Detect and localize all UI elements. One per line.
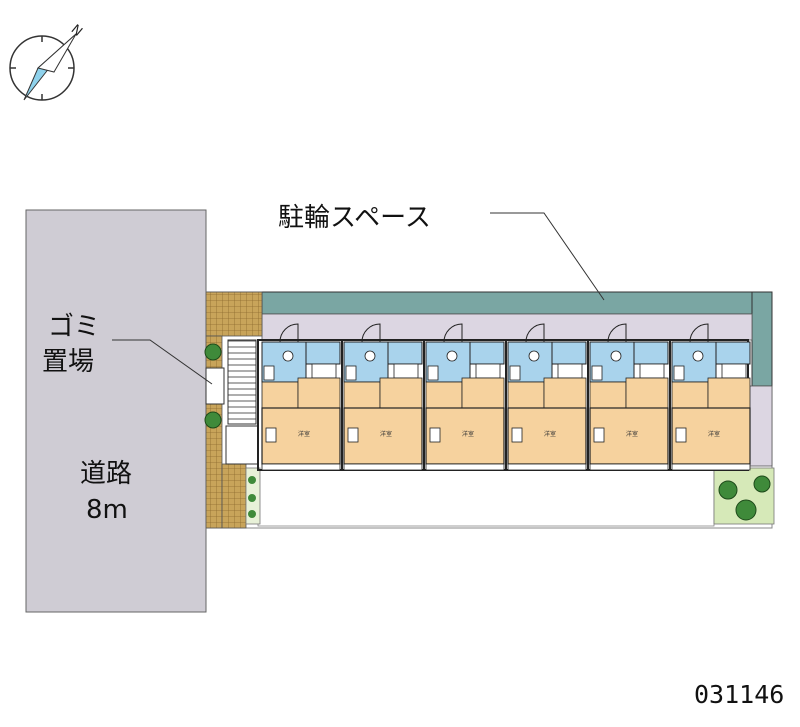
room-label: 洋室 — [462, 430, 474, 438]
kitchen-counter — [639, 363, 665, 379]
garbage-label-line1: ゴミ — [48, 312, 100, 342]
kitchen — [543, 377, 587, 409]
balcony — [671, 463, 751, 471]
entry-hall — [507, 381, 545, 409]
sink-icon — [509, 365, 521, 381]
reference-number: 031146 — [694, 680, 784, 709]
compass: N — [9, 22, 85, 101]
closet-icon — [675, 427, 687, 443]
balcony — [425, 463, 505, 471]
door-icon — [443, 323, 463, 343]
north-label: N — [68, 22, 85, 40]
room-label: 洋室 — [708, 430, 720, 438]
garbage-label-line2: 置場 — [42, 347, 94, 377]
apartment-unit: 洋室 — [669, 323, 751, 471]
toilet-icon — [282, 350, 294, 362]
tree-icon — [735, 499, 757, 521]
entry-hall — [425, 381, 463, 409]
toilet-icon — [528, 350, 540, 362]
balcony — [343, 463, 423, 471]
washroom — [469, 341, 505, 365]
balcony — [261, 463, 341, 471]
apartment-unit: 洋室 — [423, 323, 505, 471]
garbage-leader — [112, 339, 213, 385]
paving-west — [205, 335, 223, 529]
door-icon — [279, 323, 299, 343]
kitchen — [625, 377, 669, 409]
entry-hall — [343, 381, 381, 409]
sink-icon — [427, 365, 439, 381]
closet-icon — [593, 427, 605, 443]
bike-parking-area — [261, 291, 773, 315]
walkway-south — [257, 469, 715, 527]
road-label: 道路 — [80, 459, 132, 489]
door-icon — [689, 323, 709, 343]
kitchen-counter — [557, 363, 583, 379]
toilet-icon — [364, 350, 376, 362]
staircase — [227, 339, 257, 425]
garbage-area — [205, 367, 225, 405]
tree-icon — [753, 475, 771, 493]
walkway-north — [261, 313, 753, 341]
apartment-unit: 洋室 — [341, 323, 423, 471]
closet-icon — [265, 427, 277, 443]
apartment-unit: 洋室 — [261, 323, 341, 471]
entry-hall — [671, 381, 709, 409]
closet-icon — [429, 427, 441, 443]
kitchen — [707, 377, 751, 409]
room-label: 洋室 — [626, 430, 638, 438]
kitchen — [461, 377, 505, 409]
closet-icon — [511, 427, 523, 443]
paving-west-top — [205, 291, 263, 337]
door-icon — [361, 323, 381, 343]
road — [25, 209, 207, 613]
kitchen-counter — [475, 363, 501, 379]
room-label: 洋室 — [380, 430, 392, 438]
door-icon — [525, 323, 545, 343]
bike-parking-leader — [490, 212, 605, 301]
kitchen-counter — [721, 363, 747, 379]
apartment-unit: 洋室 — [505, 323, 587, 471]
kitchen-counter — [311, 363, 337, 379]
balcony — [507, 463, 587, 471]
apartment-unit: 洋室 — [587, 323, 669, 471]
washroom — [305, 341, 341, 365]
bike-parking-label: 駐輪スペース — [278, 203, 431, 233]
sink-icon — [591, 365, 603, 381]
kitchen-counter — [393, 363, 419, 379]
shrub-icon — [204, 343, 222, 361]
toilet-icon — [446, 350, 458, 362]
entry-hall — [261, 381, 299, 409]
washroom — [715, 341, 751, 365]
road-width-label: 8m — [86, 495, 128, 525]
sink-icon — [345, 365, 357, 381]
room-label: 洋室 — [544, 430, 556, 438]
apartment-units: 洋室 洋室 洋室 洋室 洋室 洋室 — [261, 323, 751, 471]
washroom — [633, 341, 669, 365]
door-icon — [607, 323, 627, 343]
closet-icon — [347, 427, 359, 443]
sink-icon — [263, 365, 275, 381]
washroom — [387, 341, 423, 365]
toilet-icon — [610, 350, 622, 362]
balcony — [589, 463, 669, 471]
room-label: 洋室 — [298, 430, 310, 438]
shrub-icon — [204, 411, 222, 429]
toilet-icon — [692, 350, 704, 362]
washroom — [551, 341, 587, 365]
entry-hall — [589, 381, 627, 409]
tree-icon — [718, 480, 738, 500]
sink-icon — [673, 365, 685, 381]
garden-southeast — [713, 467, 775, 525]
kitchen — [297, 377, 341, 409]
kitchen — [379, 377, 423, 409]
